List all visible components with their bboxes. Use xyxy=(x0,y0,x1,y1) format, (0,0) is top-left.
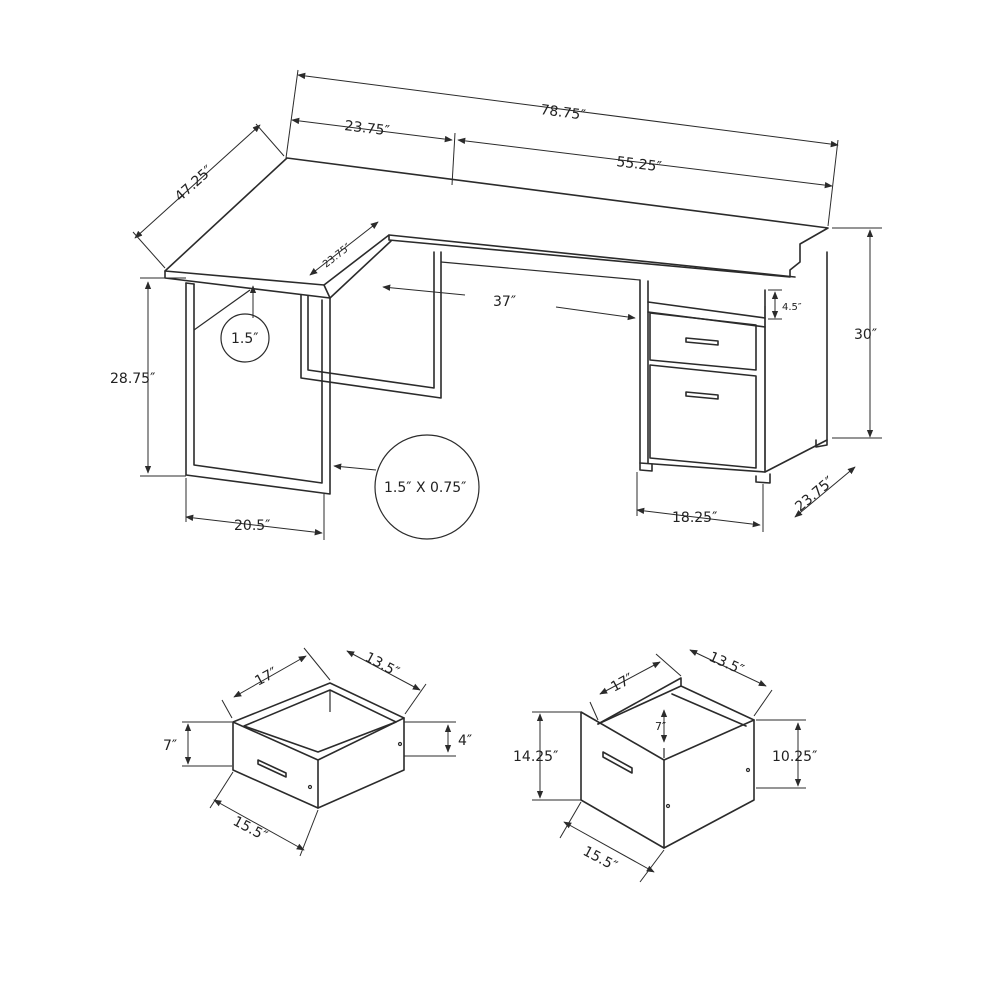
file-drawer-inner-height-label: 7″ xyxy=(655,720,666,733)
small-drawer-drawing xyxy=(232,682,405,809)
file-drawer-width-label: 17″ xyxy=(608,671,636,696)
file-drawer-drawing xyxy=(580,677,755,849)
file-drawer-dimension-lines xyxy=(532,649,806,883)
cabinet-width-label: 18.25″ xyxy=(672,510,717,526)
file-drawer-side-height-label: 10.25″ xyxy=(772,749,817,765)
total-width-label: 78.75″ xyxy=(539,102,586,124)
file-drawer-front-height-label: 14.25″ xyxy=(513,749,558,765)
small-drawer-width-label: 17″ xyxy=(252,665,280,690)
main-width-label: 55.25″ xyxy=(616,154,663,175)
leg-height-label: 28.75″ xyxy=(110,371,155,387)
small-drawer-dimension-lines xyxy=(182,647,456,857)
left-wing-width-label: 23.75″ xyxy=(344,118,391,139)
file-drawer-front-width-label: 15.5″ xyxy=(580,843,620,874)
leg-profile-label: 1.5″ X 0.75″ xyxy=(384,480,466,496)
top-thickness-label: 1.5″ xyxy=(231,331,259,347)
desk-dimension-lines xyxy=(132,69,882,540)
file-drawer-labels: 17″ 13.5″ 7″ 14.25″ 10.25″ 15.5″ xyxy=(513,649,817,875)
small-drawer-front-width-label: 15.5″ xyxy=(230,813,270,844)
shelf-height-label: 4.5″ xyxy=(782,302,802,313)
side-depth-label: 47.25″ xyxy=(172,163,216,205)
knee-width-label: 37″ xyxy=(493,294,516,310)
file-drawer-depth-label: 13.5″ xyxy=(706,649,746,678)
small-drawer-labels: 17″ 13.5″ 7″ 4″ 15.5″ xyxy=(163,649,472,844)
frame-width-label: 20.5″ xyxy=(234,518,270,534)
small-drawer-front-height-label: 7″ xyxy=(163,738,177,754)
small-drawer-depth-label: 13.5″ xyxy=(362,649,402,680)
cabinet-depth-label: 23.75″ xyxy=(792,474,837,515)
small-drawer-side-height-label: 4″ xyxy=(458,733,472,749)
desk-drawing xyxy=(164,157,829,495)
desk-height-label: 30″ xyxy=(854,327,877,343)
